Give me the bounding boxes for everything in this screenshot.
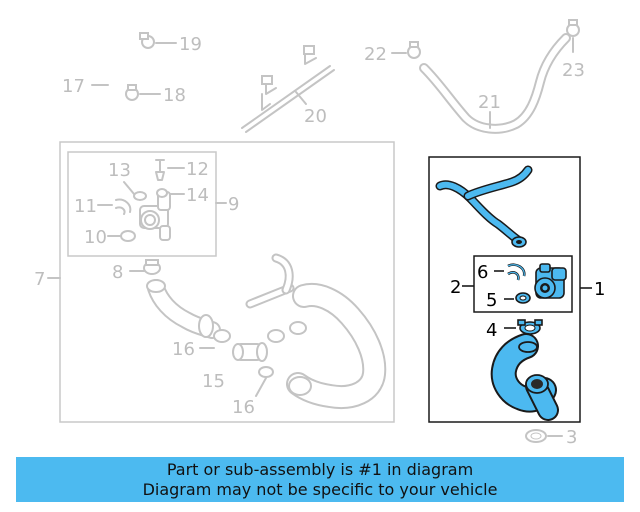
arrow-13 xyxy=(123,181,135,195)
callout-15: 15 xyxy=(202,371,225,392)
callout-19: 19 xyxy=(179,34,202,55)
hose-17-ghost xyxy=(105,45,131,129)
callout-8: 8 xyxy=(112,262,123,283)
callout-13: 13 xyxy=(108,160,131,181)
housing-highlight xyxy=(534,263,567,299)
fitting-9-ghost xyxy=(139,191,171,241)
arrow-20 xyxy=(295,91,307,105)
clamp-23-ghost xyxy=(566,19,580,37)
assembly-1-frame xyxy=(428,156,581,423)
seal-13-ghost xyxy=(133,191,147,201)
callout-11: 11 xyxy=(74,196,97,217)
callout-23: 23 xyxy=(562,60,585,81)
callout-17: 17 xyxy=(62,76,85,97)
hose-lower-highlight xyxy=(490,333,559,421)
subassembly-2-frame xyxy=(473,255,573,313)
callout-21: 21 xyxy=(478,92,501,113)
callout-3: 3 xyxy=(566,427,577,448)
info-banner: Part or sub-assembly is #1 in diagram Di… xyxy=(16,457,624,502)
callout-20: 20 xyxy=(304,106,327,127)
clamp-22-ghost xyxy=(407,41,421,59)
fitting-15-ghost xyxy=(232,342,268,362)
arrow-16b xyxy=(255,377,267,397)
hose-large-ghost xyxy=(286,283,387,409)
clamp-small-ghosts xyxy=(213,321,307,343)
callout-16a: 16 xyxy=(172,339,195,360)
hose-21-ghost xyxy=(419,33,571,134)
sensor-12-ghost xyxy=(155,159,165,181)
callout-12: 12 xyxy=(186,159,209,180)
clamp-18-ghost xyxy=(125,84,139,101)
banner-line-2: Diagram may not be specific to your vehi… xyxy=(142,479,498,499)
clamp-3-ghost xyxy=(525,429,547,443)
callout-1: 1 xyxy=(594,279,605,300)
callout-2: 2 xyxy=(450,277,461,298)
callout-6: 6 xyxy=(477,262,488,283)
callout-10: 10 xyxy=(84,227,107,248)
clamp-hose-highlight xyxy=(511,236,527,248)
clip-11-ghost xyxy=(115,198,132,215)
banner-line-1: Part or sub-assembly is #1 in diagram xyxy=(166,459,474,479)
parts-diagram: 17 18 19 20 21 22 23 xyxy=(34,19,605,448)
oring-14-ghost xyxy=(156,188,168,198)
callout-18: 18 xyxy=(163,85,186,106)
callout-16b: 16 xyxy=(232,397,255,418)
callout-5: 5 xyxy=(486,290,497,311)
clamp-4-part xyxy=(517,319,543,335)
callout-9: 9 xyxy=(228,194,239,215)
hose-lower-ghost xyxy=(146,279,221,339)
rail-20-ghost xyxy=(241,45,335,133)
callout-4: 4 xyxy=(486,320,497,341)
assembly-7-frame xyxy=(59,141,395,423)
oring-10-ghost xyxy=(120,230,136,242)
clamp-8-ghost xyxy=(143,259,161,275)
callout-22: 22 xyxy=(364,44,387,65)
callout-14: 14 xyxy=(186,185,209,206)
connector-center-ghost xyxy=(245,253,295,309)
clamp-19-ghost xyxy=(139,32,155,49)
clamp-16b-ghost xyxy=(258,366,274,378)
callout-7: 7 xyxy=(34,269,45,290)
hose-upper-highlight xyxy=(435,165,533,245)
